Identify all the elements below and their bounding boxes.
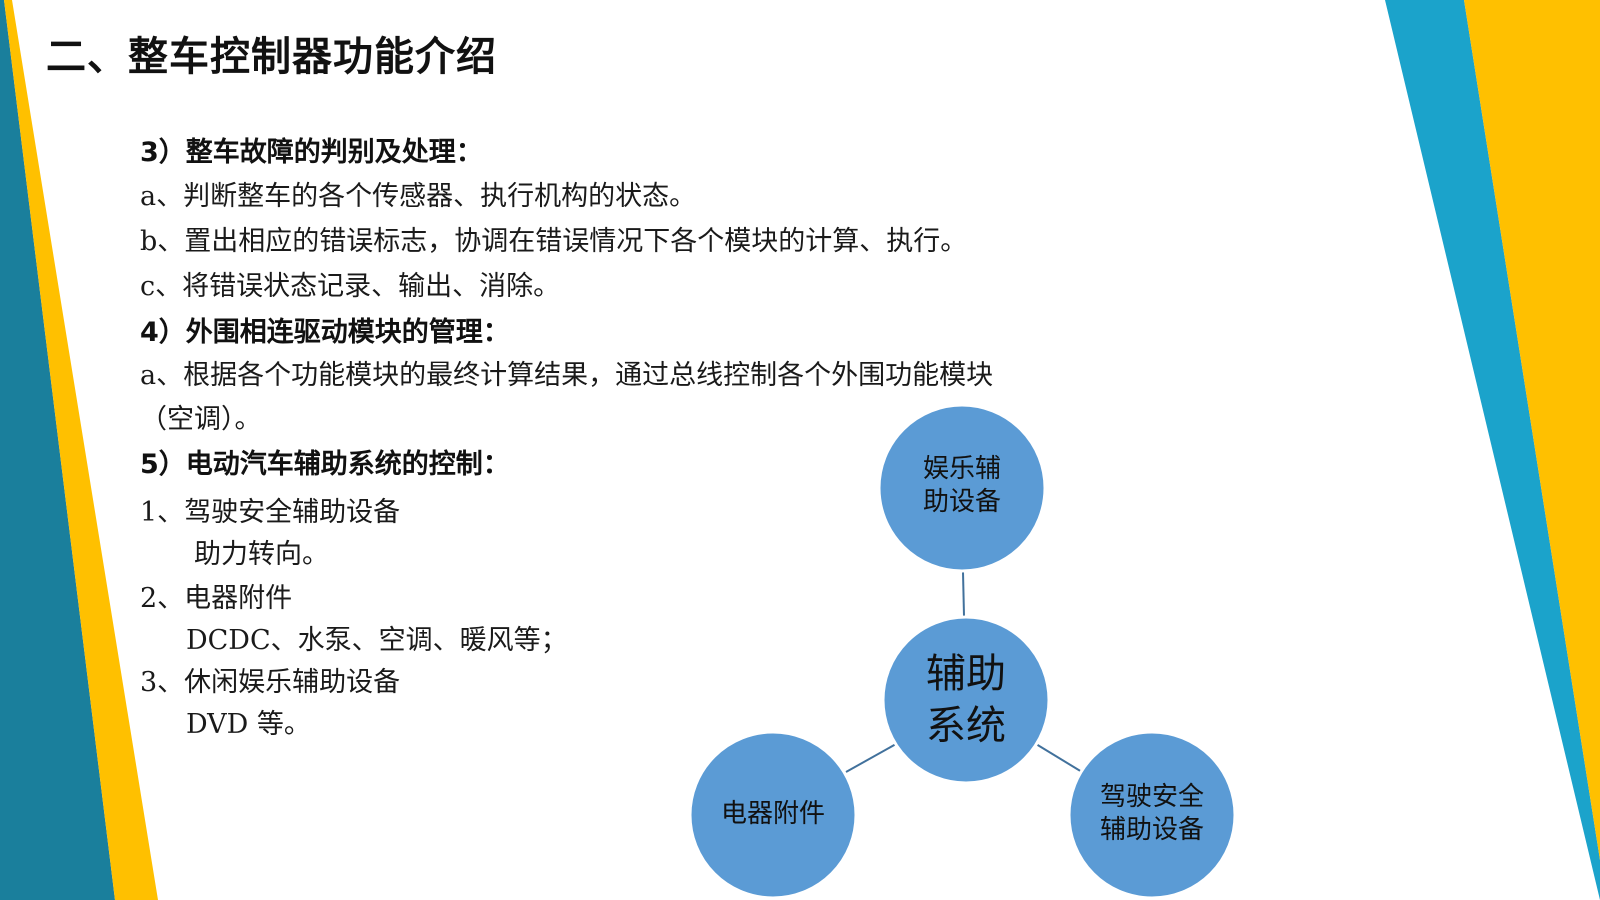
section-5-heading: 5）电动汽车辅助系统的控制： <box>140 449 510 480</box>
section-3-item-a: a、判断整车的各个传感器、执行机构的状态。 <box>140 181 697 212</box>
connector-right <box>1035 743 1083 773</box>
section-5-item-1: 1、驾驶安全辅助设备 <box>140 497 401 528</box>
node-top-circle <box>877 403 1047 573</box>
section-5-item-3-detail: DVD 等。 <box>186 709 311 740</box>
section-3-heading: 3）整车故障的判别及处理： <box>140 137 483 168</box>
section-5-item-2-detail: DCDC、水泵、空调、暖风等； <box>186 625 568 656</box>
section-5-item-3: 3、休闲娱乐辅助设备 <box>140 667 401 698</box>
left-teal-band <box>0 0 115 900</box>
node-right-label: 驾驶安全辅助设备 <box>1099 782 1204 845</box>
section-3-item-c: c、将错误状态记录、输出、消除。 <box>140 271 561 302</box>
node-center-circle <box>881 615 1051 785</box>
node-left-label: 电器附件 <box>720 799 825 829</box>
section-5-item-2: 2、电器附件 <box>140 583 293 614</box>
section-4-item-a-cont: （空调）。 <box>140 404 262 435</box>
section-3-item-b: b、置出相应的错误标志，协调在错误情况下各个模块的计算、执行。 <box>140 226 968 257</box>
node-right-circle <box>1067 730 1237 900</box>
node-left-circle <box>688 730 858 900</box>
node-center-label: 辅助系统 <box>926 651 1006 749</box>
slide-title: 二、整车控制器功能介绍 <box>46 34 497 80</box>
connector-top <box>962 571 965 617</box>
connector-left <box>845 743 897 773</box>
right-blue-band <box>1385 0 1600 900</box>
section-4-heading: 4）外围相连驱动模块的管理： <box>140 317 510 348</box>
right-yellow-band <box>1464 0 1600 860</box>
left-yellow-band <box>4 0 158 900</box>
node-top-label: 娱乐辅助设备 <box>922 454 1001 517</box>
section-5-item-1-detail: 助力转向。 <box>194 539 329 570</box>
section-4-item-a: a、根据各个功能模块的最终计算结果，通过总线控制各个外围功能模块 <box>140 360 994 391</box>
